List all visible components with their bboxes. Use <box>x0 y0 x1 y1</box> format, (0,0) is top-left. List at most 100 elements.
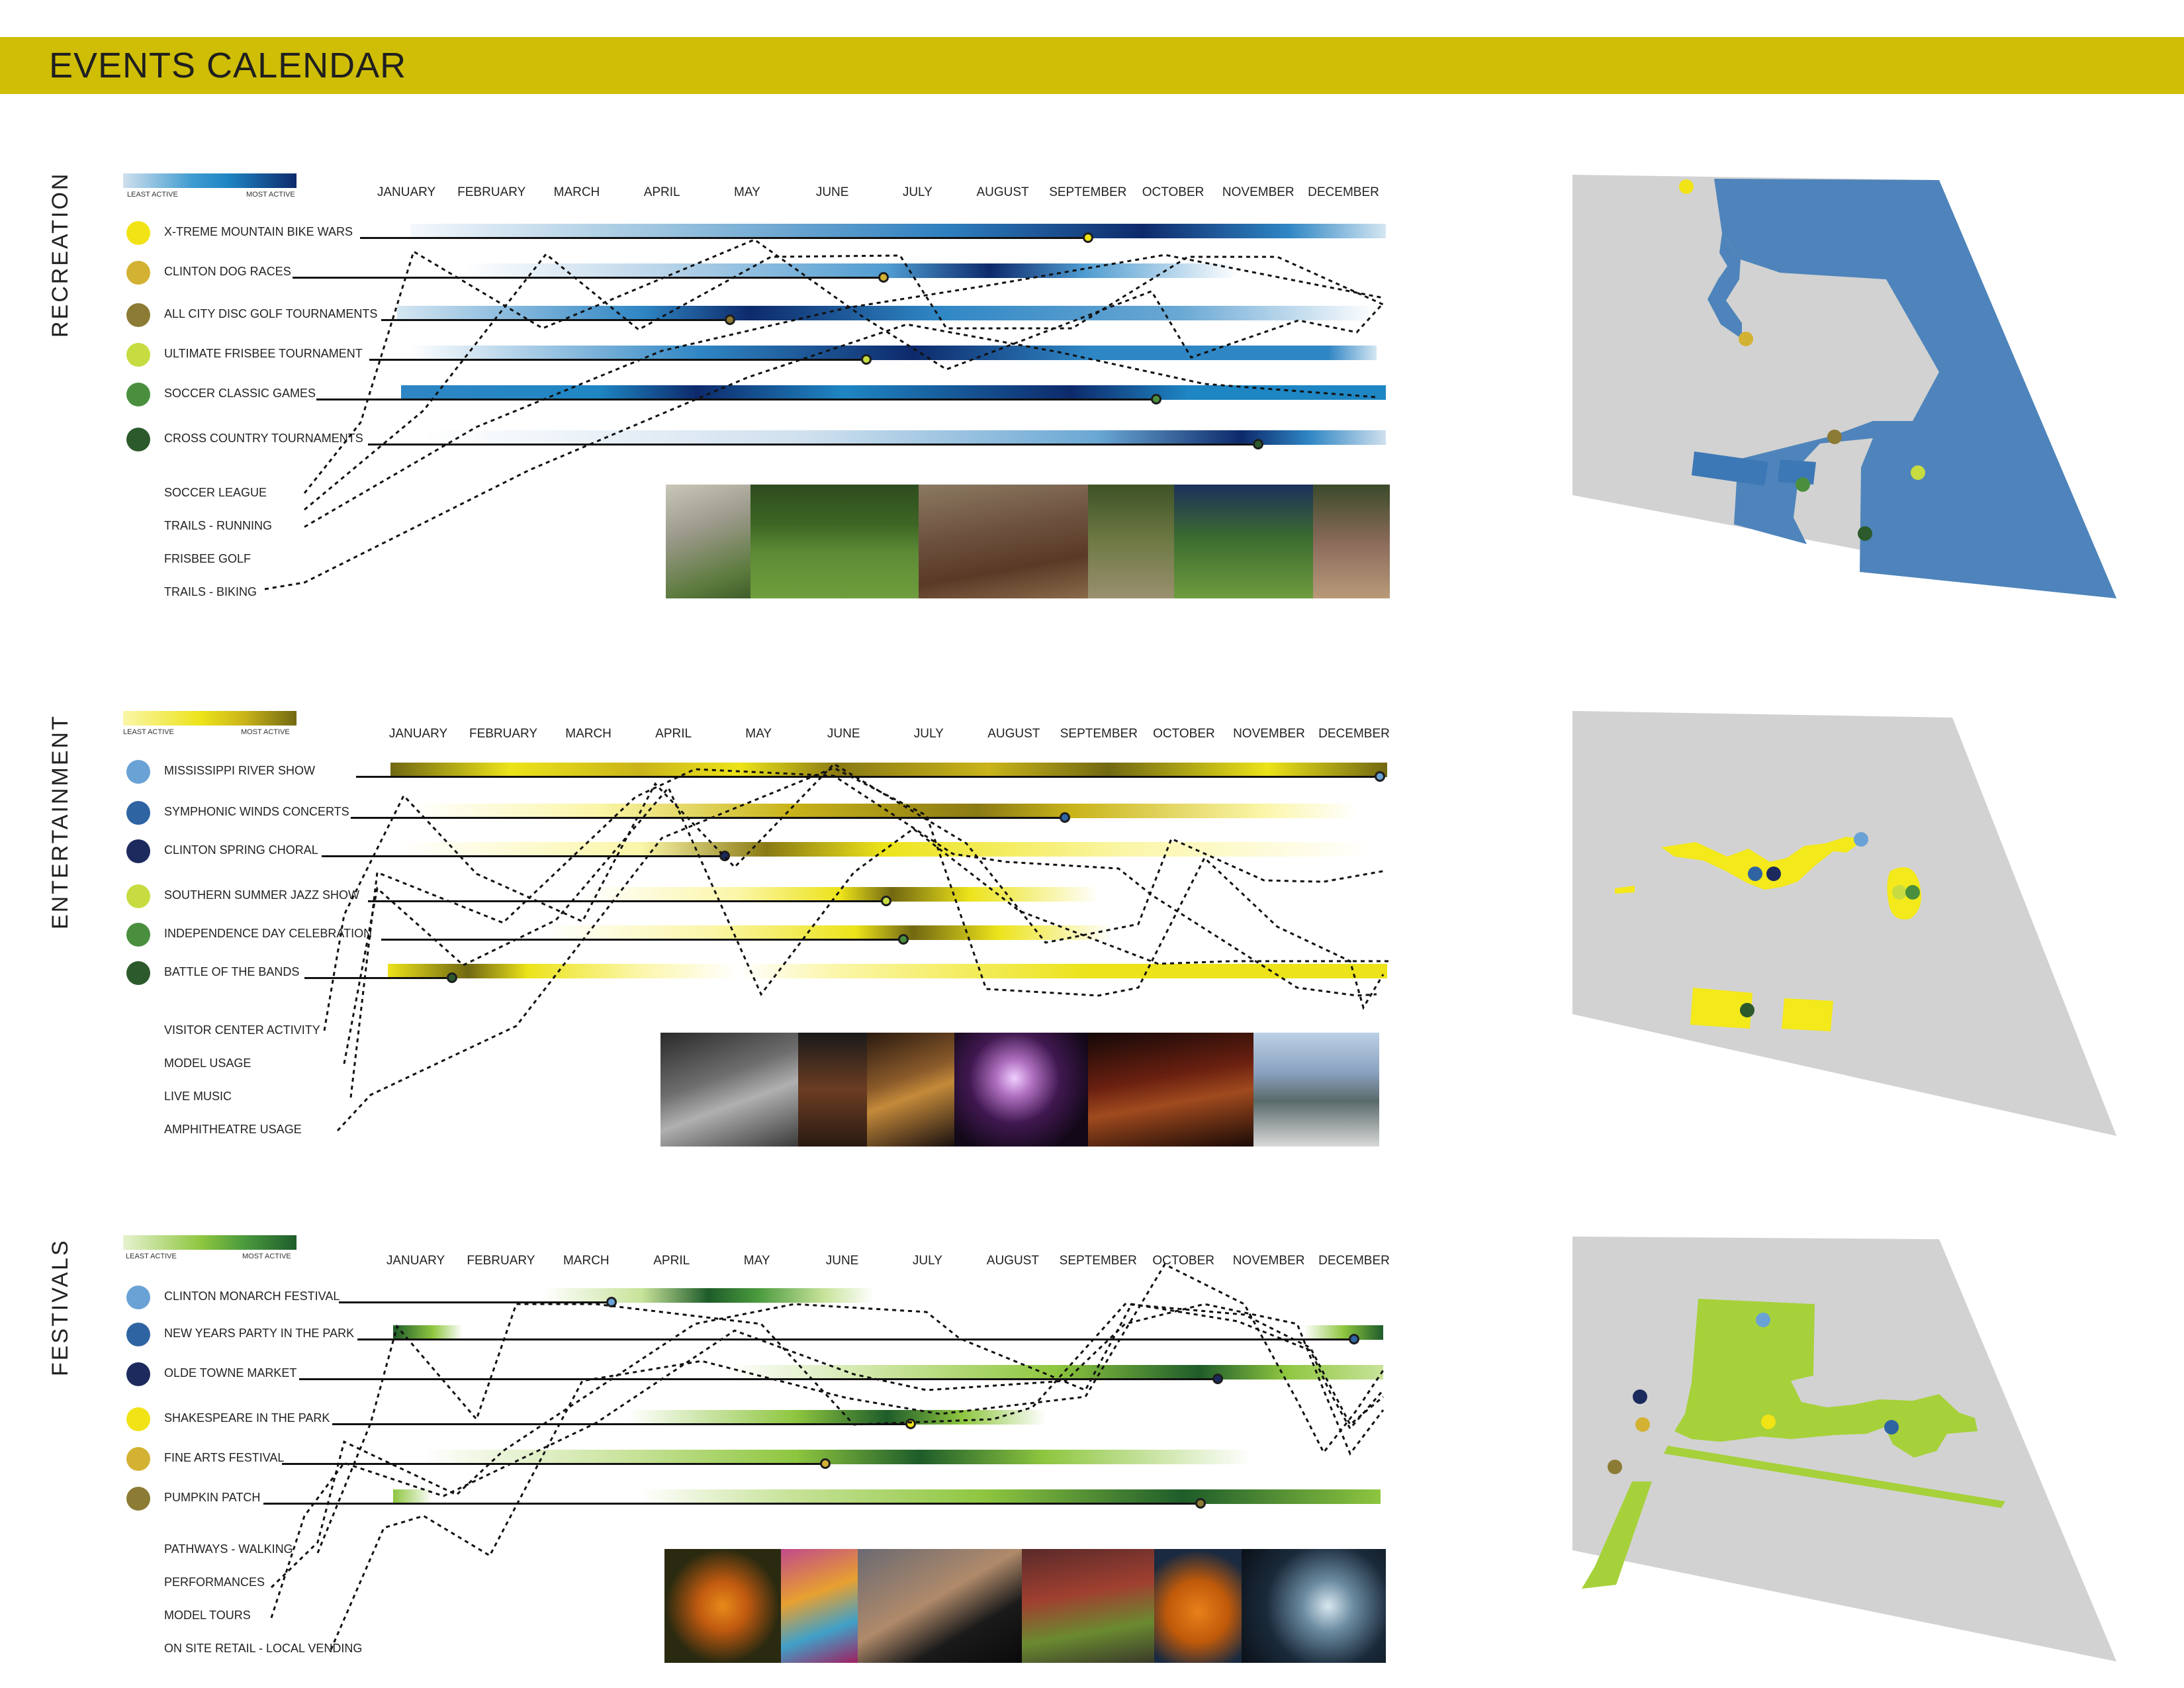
month-label: MARCH <box>553 185 600 199</box>
event-timeline <box>263 1503 1201 1505</box>
event-timeline <box>316 399 1156 400</box>
month-label: JANUARY <box>386 1254 445 1268</box>
event-activity-bar <box>397 842 1370 857</box>
month-label: DECEMBER <box>1318 727 1390 741</box>
painting-photo <box>781 1549 858 1663</box>
event-legend-dot <box>126 1407 150 1431</box>
activity-label: FRISBEE GOLF <box>164 552 251 565</box>
event-timeline <box>381 939 903 941</box>
event-label: ALL CITY DISC GOLF TOURNAMENTS <box>164 307 378 320</box>
event-peak-marker <box>1253 439 1264 449</box>
map-river <box>1714 179 2116 598</box>
event-peak-marker <box>905 1419 916 1429</box>
month-label: OCTOBER <box>1152 1254 1214 1268</box>
activity-label: TRAILS - RUNNING <box>164 519 273 532</box>
dog-race-photo <box>919 485 1088 598</box>
event-activity-bar <box>388 964 1387 978</box>
event-activity-bar <box>410 804 1357 818</box>
event-label: OLDE TOWNE MARKET <box>164 1366 297 1380</box>
activity-label: PERFORMANCES <box>164 1575 265 1589</box>
month-label: SEPTEMBER <box>1049 185 1127 199</box>
event-label: NEW YEARS PARTY IN THE PARK <box>164 1327 355 1340</box>
champagne-photo <box>1242 1549 1386 1663</box>
event-peak-marker <box>878 272 889 283</box>
map-stage-area <box>1661 837 1865 890</box>
entertainment-photo-strip <box>660 1033 1379 1147</box>
frisbee-photo <box>751 485 919 598</box>
event-legend-dot <box>126 839 150 863</box>
event-timeline <box>356 776 1380 778</box>
month-label: FEBRUARY <box>469 727 538 741</box>
activity-label: VISITOR CENTER ACTIVITY <box>164 1023 320 1037</box>
recreation-section: RECREATION LEAST ACTIVE MOST ACTIVE JANU… <box>0 159 2184 635</box>
activity-label: ON SITE RETAIL - LOCAL VENDING <box>164 1642 363 1655</box>
event-peak-marker <box>1195 1498 1206 1509</box>
month-label: APRIL <box>643 185 680 199</box>
event-activity-bar <box>582 887 1099 902</box>
month-label: DECEMBER <box>1308 185 1379 199</box>
event-label: SHAKESPEARE IN THE PARK <box>164 1411 330 1425</box>
event-timeline <box>299 1378 1218 1380</box>
event-timeline <box>381 319 731 321</box>
event-label: CLINTON DOG RACES <box>164 265 291 278</box>
event-label: INDEPENDENCE DAY CELEBRATION <box>164 927 373 940</box>
event-activity-bar <box>728 1365 1383 1380</box>
legend-most-label: MOST ACTIVE <box>241 728 290 736</box>
event-label: CLINTON SPRING CHORAL <box>164 843 318 857</box>
event-peak-marker <box>819 1458 831 1469</box>
month-label: AUGUST <box>986 1254 1039 1268</box>
month-label: FEBRUARY <box>457 185 526 199</box>
event-legend-dot <box>126 961 150 985</box>
month-label: OCTOBER <box>1153 727 1215 741</box>
event-label: CROSS COUNTRY TOURNAMENTS <box>164 432 363 445</box>
map-field-left <box>1692 451 1768 486</box>
event-activity-bar <box>410 346 1377 360</box>
month-label: JULY <box>913 727 944 741</box>
month-label: JULY <box>902 185 933 199</box>
event-activity-bar <box>629 1410 1046 1425</box>
activity-legend-bar <box>123 711 296 726</box>
page-title: EVENTS CALENDAR <box>49 46 407 85</box>
event-timeline <box>360 237 1088 239</box>
map-shore-strip <box>1582 1481 1652 1589</box>
month-label: DECEMBER <box>1318 1254 1390 1268</box>
map-event-lawn <box>1674 1299 1978 1458</box>
month-label: APRIL <box>655 727 692 741</box>
event-timeline <box>368 900 886 902</box>
event-label: X-TREME MOUNTAIN BIKE WARS <box>164 225 353 238</box>
amphitheatre-photo <box>1253 1033 1379 1147</box>
month-label: AUGUST <box>987 727 1040 741</box>
month-label: MARCH <box>563 1254 610 1268</box>
event-timeline <box>322 855 725 857</box>
event-activity-bar <box>463 263 1238 278</box>
event-legend-dot <box>126 1487 150 1511</box>
month-label: NOVEMBER <box>1222 185 1295 199</box>
trend-line-pathways <box>316 1303 1384 1554</box>
choir-photo <box>798 1033 867 1147</box>
event-peak-marker <box>725 314 736 325</box>
event-timeline <box>282 1463 825 1465</box>
event-activity-bar <box>393 1489 1381 1504</box>
section-label: ENTERTAINMENT <box>48 714 73 930</box>
disc-golf-photo <box>666 485 751 598</box>
event-legend-dot <box>126 801 150 825</box>
event-activity-bar <box>393 1325 1383 1340</box>
month-label: JUNE <box>815 185 849 199</box>
entertainment-section: ENTERTAINMENT LEAST ACTIVE MOST ACTIVE J… <box>0 696 2184 1173</box>
event-peak-marker <box>1212 1374 1223 1384</box>
map-parking-right <box>1782 998 1833 1031</box>
event-activity-bar <box>397 306 1377 320</box>
event-label: MISSISSIPPI RIVER SHOW <box>164 764 316 777</box>
legend-least-label: LEAST ACTIVE <box>123 728 174 736</box>
event-peak-marker <box>1150 394 1161 404</box>
legend-most-label: MOST ACTIVE <box>242 1252 291 1260</box>
butterfly-photo <box>664 1549 781 1663</box>
activity-legend-bar <box>123 173 296 188</box>
activity-label: PATHWAYS - WALKING <box>164 1542 293 1556</box>
activity-legend-bar <box>123 1235 296 1250</box>
event-peak-marker <box>1349 1334 1359 1344</box>
fireworks-photo <box>954 1033 1088 1147</box>
pumpkin-photo <box>1154 1549 1242 1663</box>
event-legend-dot <box>126 303 150 327</box>
section-label: RECREATION <box>48 171 73 338</box>
